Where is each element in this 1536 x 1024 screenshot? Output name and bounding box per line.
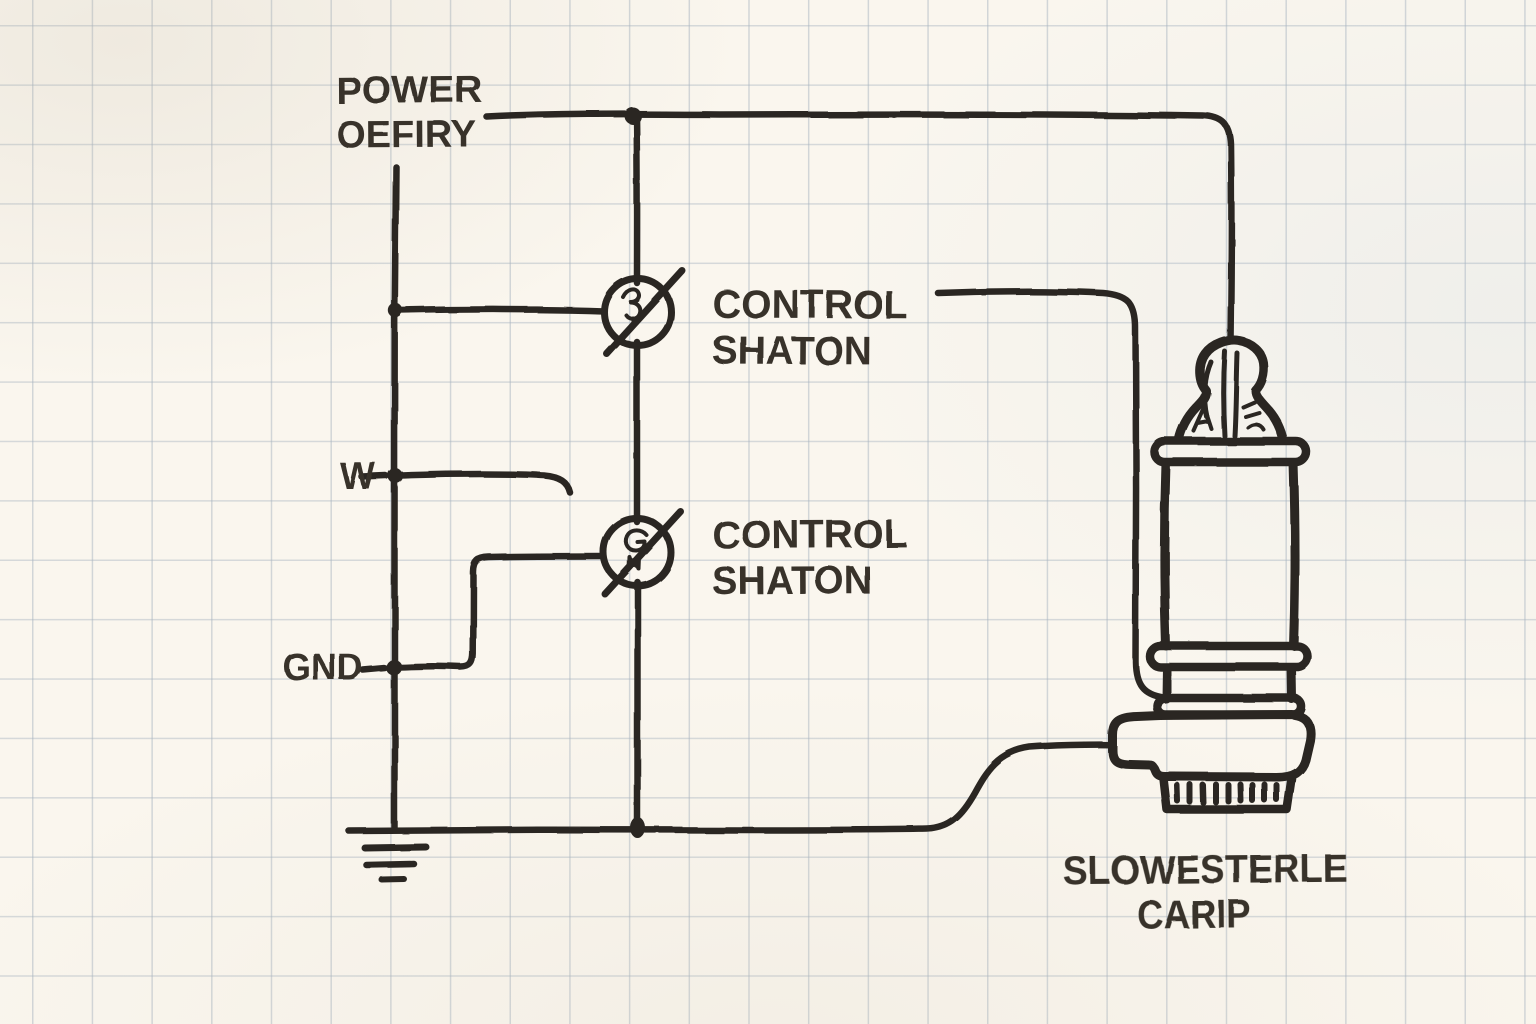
- switch1-label-line1: CONTROL: [712, 282, 908, 327]
- pump-strainer-slots: [1174, 781, 1280, 806]
- ground-bar-3: [378, 876, 407, 883]
- switch2-slash: [601, 508, 684, 598]
- terminal-gnd-wire: [395, 553, 607, 671]
- switch1-label-line2: SHATON: [712, 328, 872, 373]
- switch2-inner-scribble: [623, 528, 649, 571]
- pump-top-collar: [1150, 437, 1311, 467]
- pump-label-line2: CARIP: [1137, 893, 1251, 938]
- mid-vertical-wire-upper: [633, 112, 641, 287]
- pump-base-housing: [1108, 710, 1315, 782]
- earth-ground-icon: [361, 843, 430, 883]
- pump-dome-outline: [1174, 335, 1288, 446]
- switch2-label-line2: SHATON: [712, 559, 872, 604]
- ground-bar-2: [363, 860, 418, 869]
- power-label-line1: POWER: [336, 69, 483, 112]
- switch1-circle: [600, 275, 675, 349]
- switch1-input-wire: [394, 306, 608, 315]
- junction-dot-power: [624, 107, 642, 125]
- wires: [345, 110, 1235, 835]
- switch2-circle: [600, 515, 674, 589]
- junction-dots: [386, 107, 646, 839]
- ground-bar-1: [361, 843, 430, 852]
- pump-dome-scribbles: [1192, 400, 1266, 433]
- terminal-w-label: W: [340, 456, 376, 498]
- pump-mid-band: [1145, 641, 1312, 672]
- switch1-slash: [603, 267, 686, 357]
- terminal-w-leader: [358, 472, 390, 481]
- junction-dot-gnd: [386, 659, 402, 676]
- switch1-inner-scribble: [621, 287, 642, 333]
- junction-dot-switch1-tap: [388, 303, 403, 318]
- terminal-gnd-label: GND: [283, 647, 363, 689]
- control-switch-1-icon: [600, 267, 686, 357]
- junction-dot-bus: [630, 817, 646, 839]
- pump-body-sides: [1160, 458, 1300, 651]
- pump-illustration: [1108, 335, 1315, 814]
- pump-label-line1: SLOWESTERLE: [1063, 847, 1348, 893]
- control-switch-2-icon: [600, 508, 684, 598]
- junction-dot-w: [388, 468, 403, 484]
- switch2-label-line1: CONTROL: [712, 512, 908, 557]
- lettering: POWER OEFIRY CONTROL SHATON CONTROL SHAT…: [283, 69, 1348, 938]
- terminal-w-wire: [395, 470, 574, 496]
- switch1-output-wire: [934, 288, 1167, 701]
- pump-strainer-outline: [1159, 774, 1296, 814]
- left-vertical-wire: [391, 163, 400, 833]
- power-label-line2: OEFIRY: [336, 113, 476, 156]
- terminal-gnd-leader: [359, 664, 389, 674]
- bottom-bus-wire: [345, 741, 1116, 835]
